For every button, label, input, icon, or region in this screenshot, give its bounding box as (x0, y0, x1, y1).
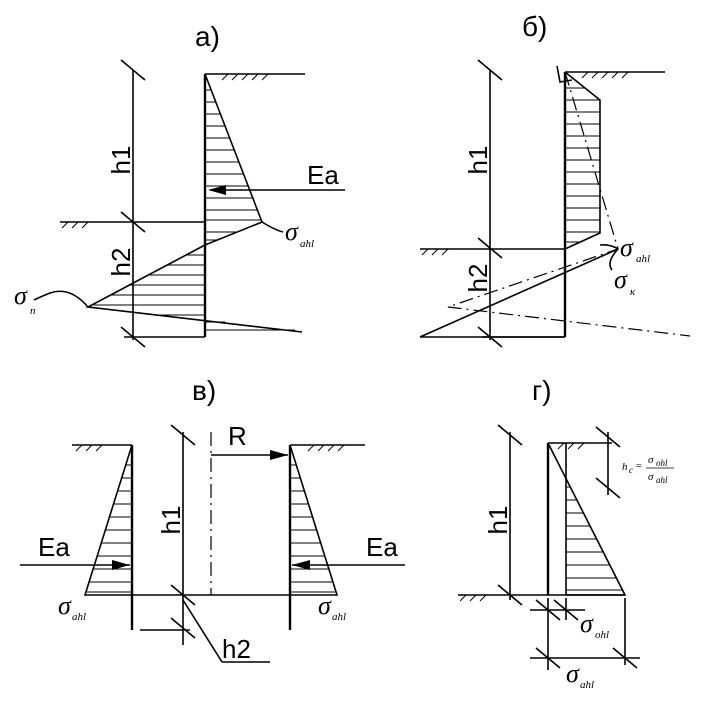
panel-b-sigma-ahl-sub: ahl (636, 253, 650, 265)
panel-a: а) h1 h2 (14, 21, 345, 348)
panel-b-active-pressure (564, 71, 601, 250)
panel-b-h2-label: h2 (463, 264, 493, 293)
panel-a-title: а) (195, 21, 220, 52)
panel-v-sigma-right-sub: ahl (332, 611, 346, 623)
panel-v-h1-label: h1 (156, 506, 186, 535)
panel-g-sigma-ohl-sub: ohl (595, 629, 609, 641)
panel-g-hc-num-sub: ohl (656, 458, 668, 468)
panel-g-sigma-ahl-sub: ahl (580, 679, 594, 691)
panel-b: б) h1 h2 (419, 11, 691, 348)
panel-v-sigma-left: σ (58, 591, 72, 620)
panel-g-hc: h (622, 461, 628, 473)
panel-b-h1-label: h1 (463, 146, 493, 175)
panel-b-sigma-k: σ (614, 265, 628, 294)
panel-g-h1-label: h1 (483, 506, 513, 535)
panel-a-sigma-ahl: σ (285, 217, 299, 246)
panel-b-sigma-k-sub: к (630, 286, 636, 298)
panel-a-h1-label: h1 (106, 146, 136, 175)
panel-v-r-label: R (228, 421, 247, 451)
panel-v-pressure-left (83, 444, 133, 596)
panel-g-pressure (547, 442, 627, 596)
panel-v-sigma-right: σ (318, 591, 332, 620)
panel-b-title: б) (522, 11, 547, 42)
panel-g-hc-den: σ (648, 471, 654, 483)
panel-v-h2-label: h2 (222, 634, 251, 664)
panel-g-sigma-ahl: σ (566, 659, 580, 688)
panel-g-hc-den-sub: ahl (656, 475, 668, 485)
panel-v: в) h1 h2 R (20, 375, 405, 664)
panel-g-hc-eq: = (635, 460, 642, 472)
panel-a-active-pressure (204, 73, 264, 246)
panel-g: г) h1 h c = (458, 375, 674, 691)
panel-g-hc-num: σ (648, 454, 654, 466)
panel-a-h2-label: h2 (106, 248, 136, 277)
panel-g-sigma-ohl: σ (580, 609, 594, 638)
panel-v-ea-left-label: Ea (38, 532, 70, 562)
panel-b-sigma-ahl: σ (620, 233, 634, 262)
panel-a-sigma-p-sub: п (30, 305, 36, 317)
panel-b-passive-pressure (419, 248, 619, 338)
panel-g-title: г) (532, 375, 552, 406)
panel-a-sigma-p: σ (14, 281, 28, 310)
panel-v-pressure-right (289, 444, 339, 596)
panel-v-title: в) (192, 375, 216, 406)
panel-v-ea-right-label: Ea (366, 532, 398, 562)
panel-g-hc-sub: c (629, 465, 633, 475)
panel-v-sigma-left-sub: ahl (72, 611, 86, 623)
panel-a-ea-label: Ea (307, 160, 339, 190)
panel-a-sigma-ahl-sub: ahl (300, 238, 314, 250)
